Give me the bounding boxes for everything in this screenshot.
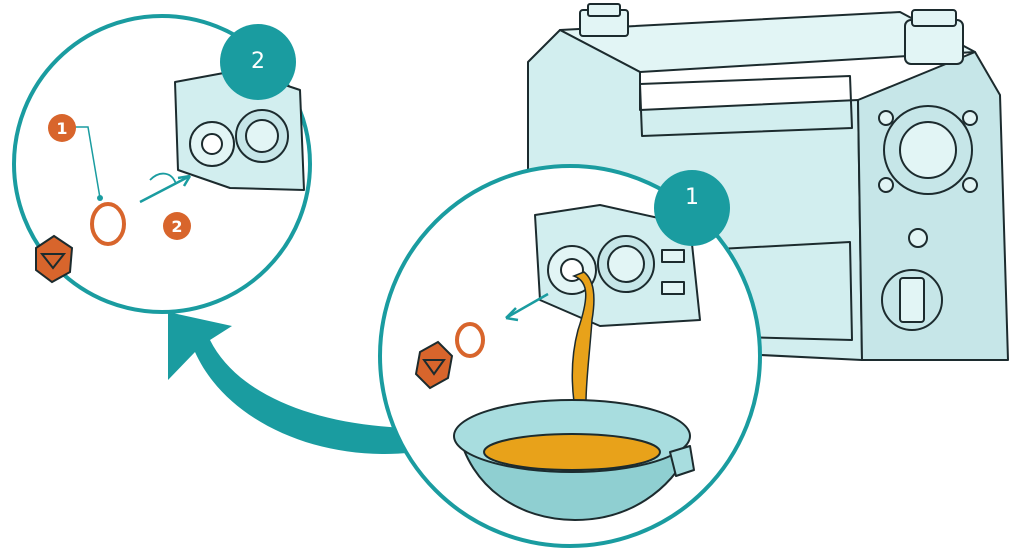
step-1-label: 1: [685, 185, 699, 210]
oring-callout-label: 1: [56, 119, 67, 138]
step-2-label: 2: [251, 49, 265, 74]
detail-circle-refit: 1 2 2: [14, 16, 310, 312]
detail-circle-drain: 1: [380, 166, 760, 546]
reinstall-callout-label: 2: [171, 217, 182, 236]
